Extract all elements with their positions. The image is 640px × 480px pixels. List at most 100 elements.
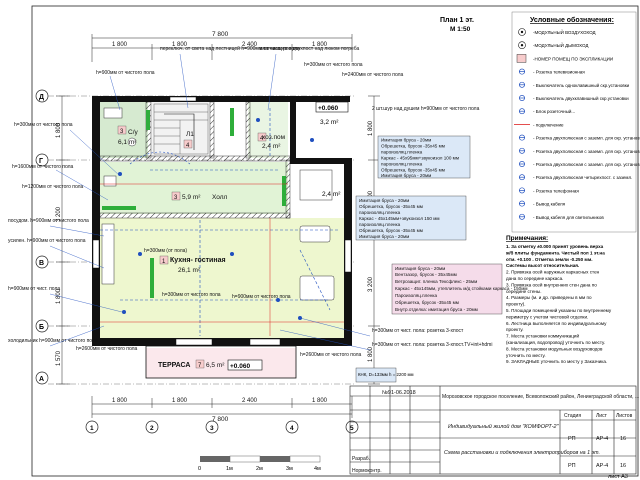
annotation: h=300мм от чистого пола <box>162 292 221 298</box>
axis-bubble-b <box>35 319 49 333</box>
axis-label-v: В <box>39 260 44 267</box>
room-name-hall: Холл <box>212 194 228 201</box>
green-wall-1 <box>146 110 150 130</box>
room-area-terrace: 6,5 m² <box>206 362 225 369</box>
note-line: 8. Места установки модульных воздуховодо… <box>506 346 603 351</box>
axis-bubble-a <box>35 371 49 385</box>
legend-item-label: - Вывод кабеля для светильников <box>533 215 604 220</box>
wall-note-row: Имитация бруса - 20мм <box>381 138 431 143</box>
wall-note-row: Каркас - 45х145мм+звукоизол 150 мм <box>359 216 440 221</box>
annotation: h=1600мм от чистого пола <box>12 164 74 170</box>
room-number: 4 <box>260 136 264 142</box>
legend-item-label: -НОМЕР ПОМЕЩ ПО ЭКСПЛИКАЦИИ <box>533 56 613 61</box>
top-dimensions: 7 800 1 800 1 800 2 400 1 800 <box>91 31 353 62</box>
wall-note-row: Вентзазор, брусок - 35х45мм <box>395 272 457 277</box>
note-line: 5. Площади помещений указаны по внутренн… <box>506 307 612 313</box>
notes-title: Примечания: <box>506 235 548 242</box>
inner-wall-h2 <box>99 212 291 219</box>
annotation: h=300мм от чист. пола: розетка 3-хпост.T… <box>372 342 492 348</box>
sofa <box>299 225 331 243</box>
axis-label-3: 3 <box>210 425 214 432</box>
dim-top-4: 1 800 <box>312 42 328 48</box>
dim-right-1: 1 800 <box>368 120 374 136</box>
dim-top-1: 1 800 <box>112 42 128 48</box>
room-fill-terrace <box>146 348 296 378</box>
sheet-label: лист А3 <box>608 474 628 480</box>
upper-area: 3,2 m² <box>320 119 339 126</box>
stamp-address: Морозовское городское поселение, Всеволо… <box>442 393 639 400</box>
green-wall-5 <box>150 258 154 298</box>
legend-item-label: -МОДУЛЬНЫЙ ДЫМОХОД <box>533 41 588 48</box>
dining-table <box>299 275 335 301</box>
dim-left-2: 3 200 <box>56 206 62 222</box>
notes: Примечания: <box>506 235 548 242</box>
room-number-icon <box>516 54 527 63</box>
note-line: ж/б плиты фундамента. Чистый пол 1 эт.на <box>505 249 605 255</box>
inner-wall-h1 <box>99 155 291 162</box>
scale-label: 2м <box>256 466 263 472</box>
room-number: 1 <box>162 259 166 265</box>
wall-note-row: Обрешетка, брусок -35х45 мм <box>395 300 459 305</box>
socket-icon <box>519 68 525 75</box>
room-fill-stair <box>152 102 210 158</box>
level-terrace: +0.060 <box>230 363 250 370</box>
annotation: холодильник h=900мм от чистого пола <box>8 338 98 344</box>
socket-double-icon <box>519 134 525 141</box>
axis-label-b: Б <box>39 324 44 331</box>
stamp-role-dev: Разраб. <box>352 456 370 462</box>
legend-item-label: - Выключатель двухклавишный скр.установк… <box>533 95 629 101</box>
legend-item-label: - подключение <box>533 122 564 127</box>
annotation: h=300мм от чистого пола <box>304 62 363 68</box>
note-line: 1. За отметку ±0.000 принят уровень верх… <box>506 244 604 249</box>
level-box-upper <box>315 101 349 113</box>
room-name-hoz: хоз.пом <box>262 134 286 141</box>
axis-label-a: А <box>39 376 44 383</box>
annotation: h=1200мм от чистого пола <box>22 184 84 190</box>
stage-cell: 16 <box>620 436 626 442</box>
socket-two-icon <box>519 174 525 181</box>
axis-bubble-4 <box>285 420 299 434</box>
leader-lines <box>49 53 371 351</box>
outer-wall-step <box>290 158 352 164</box>
knk-label: КНК, D=133мм h = 2200 мм <box>358 372 414 377</box>
dim-bottom-1: 1 800 <box>112 398 128 404</box>
kitchen-counter <box>101 223 115 285</box>
switch-double-icon <box>519 95 525 101</box>
wall-note-row: Имитация бруса - 20мм <box>395 266 445 271</box>
room-area-su: 6,1 m² <box>118 139 137 146</box>
annotation: h=900мм от чист. пола <box>8 286 60 292</box>
socket-mark <box>118 172 122 176</box>
junction-icon <box>519 108 525 115</box>
outer-wall-top <box>92 96 350 102</box>
wall-note-row: Обрешетка, брусок -35х45 мм <box>359 228 423 233</box>
axis-bubble-2 <box>145 420 159 434</box>
room-area-hall: 5,9 m² <box>182 194 201 201</box>
axis-bubble-d <box>35 89 49 103</box>
room-number-box <box>195 359 205 369</box>
socket-phone-icon <box>519 187 525 194</box>
room-area-kitchen: 26,1 m² <box>178 267 201 274</box>
dim-right-3: 3 200 <box>368 276 374 292</box>
room-number-box <box>183 139 193 149</box>
socket-water-icon <box>519 161 525 167</box>
note-line: отм. +0.100 . Отметка земли -0.250 мм. <box>506 257 593 262</box>
toilet-fixture <box>127 137 137 147</box>
outer-wall-right-upper <box>290 96 296 164</box>
upper-cupboard <box>299 169 333 201</box>
green-wall-2 <box>230 108 234 136</box>
room-number: 3 <box>120 129 124 135</box>
annotation: h=2400мм от чистого пола <box>342 72 404 78</box>
note-line: 9. ЗАКЛАДНЫЕ уточнить по месту у Заказчи… <box>506 359 607 364</box>
terrace-outline <box>145 345 297 379</box>
note-line: уточнить по месту. <box>506 353 546 358</box>
module-icon <box>518 41 526 50</box>
inner-dims <box>100 183 344 336</box>
bottom-dimensions: 1 800 1 800 2 400 1 800 7 800 <box>91 396 353 423</box>
col-axes: 1 2 3 4 5 <box>85 420 359 434</box>
annotation: h=300мм от чистого пола <box>14 122 73 128</box>
windows <box>92 96 352 346</box>
note-line: Системы высот относительная. <box>506 263 579 268</box>
dim-top-3: 2 400 <box>242 42 258 48</box>
annotation: влагозащ роз двухпост над люком погреба <box>260 46 360 52</box>
legend-item-label: - Выключатель одноклавишный скр.установк… <box>533 82 630 88</box>
